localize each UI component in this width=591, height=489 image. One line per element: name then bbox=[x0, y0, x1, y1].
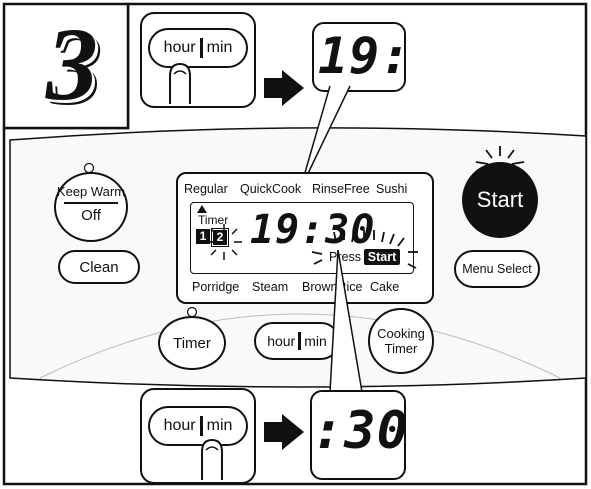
pressing-finger-icon bbox=[201, 438, 223, 480]
off-label: Off bbox=[81, 206, 101, 224]
menu-cake: Cake bbox=[370, 280, 400, 294]
triangle-pointer-icon bbox=[197, 205, 207, 213]
hour-label: hour bbox=[163, 417, 196, 434]
hour-label: hour bbox=[163, 39, 196, 56]
bottom-hour-min-button[interactable]: hour min bbox=[148, 406, 248, 446]
menu-rinsefree: RinseFree bbox=[312, 182, 370, 196]
menu-brownrice: BrownRice bbox=[302, 280, 363, 294]
cooking-timer-button[interactable]: Cooking Timer bbox=[368, 308, 434, 374]
menu-select-button[interactable]: Menu Select bbox=[454, 250, 540, 288]
timer-button[interactable]: Timer bbox=[158, 316, 226, 370]
menu-sushi: Sushi bbox=[376, 182, 408, 196]
blink-burst-icon bbox=[206, 224, 242, 260]
lcd-time-digits: 19:30 bbox=[250, 207, 376, 253]
bottom-display-digits: :30 bbox=[312, 401, 409, 461]
bottom-display-tile bbox=[310, 390, 406, 480]
press-label: Press bbox=[328, 250, 362, 264]
keep-warm-off-button[interactable]: Keep Warm Off bbox=[54, 172, 128, 242]
divider bbox=[199, 416, 203, 436]
min-label: min bbox=[206, 417, 233, 434]
cooking-timer-label: Timer bbox=[384, 341, 418, 356]
menu-quickcook: QuickCook bbox=[240, 182, 302, 196]
arrow-right-icon bbox=[264, 70, 304, 106]
timer-label: Timer bbox=[198, 213, 229, 227]
hour-min-button[interactable]: hour min bbox=[254, 322, 340, 360]
keep-warm-label: Keep Warm bbox=[56, 184, 126, 199]
timer-slot-1: 1 bbox=[196, 229, 210, 244]
start-indicator-label: Start bbox=[364, 249, 400, 265]
min-label: min bbox=[304, 333, 327, 349]
start-button[interactable]: Start bbox=[462, 162, 538, 238]
menu-regular: Regular bbox=[184, 182, 228, 196]
divider bbox=[199, 38, 203, 58]
min-label: min bbox=[206, 39, 233, 56]
top-hour-min-button[interactable]: hour min bbox=[148, 28, 248, 68]
keep-warm-divider bbox=[64, 202, 118, 204]
clean-button[interactable]: Clean bbox=[58, 250, 140, 284]
divider bbox=[298, 332, 302, 350]
hour-label: hour bbox=[267, 333, 296, 349]
top-display-digits: 19: bbox=[318, 27, 412, 85]
pressing-finger-icon bbox=[169, 62, 191, 104]
blink-rays-icon bbox=[311, 230, 418, 269]
top-display-tile bbox=[312, 22, 406, 92]
start-label: Start bbox=[476, 187, 524, 212]
cooking-label: Cooking bbox=[377, 326, 425, 341]
arrow-right-icon bbox=[264, 414, 304, 450]
menu-porridge: Porridge bbox=[192, 280, 240, 294]
step-number: 3 bbox=[46, 7, 98, 122]
menu-steam: Steam bbox=[252, 280, 289, 294]
